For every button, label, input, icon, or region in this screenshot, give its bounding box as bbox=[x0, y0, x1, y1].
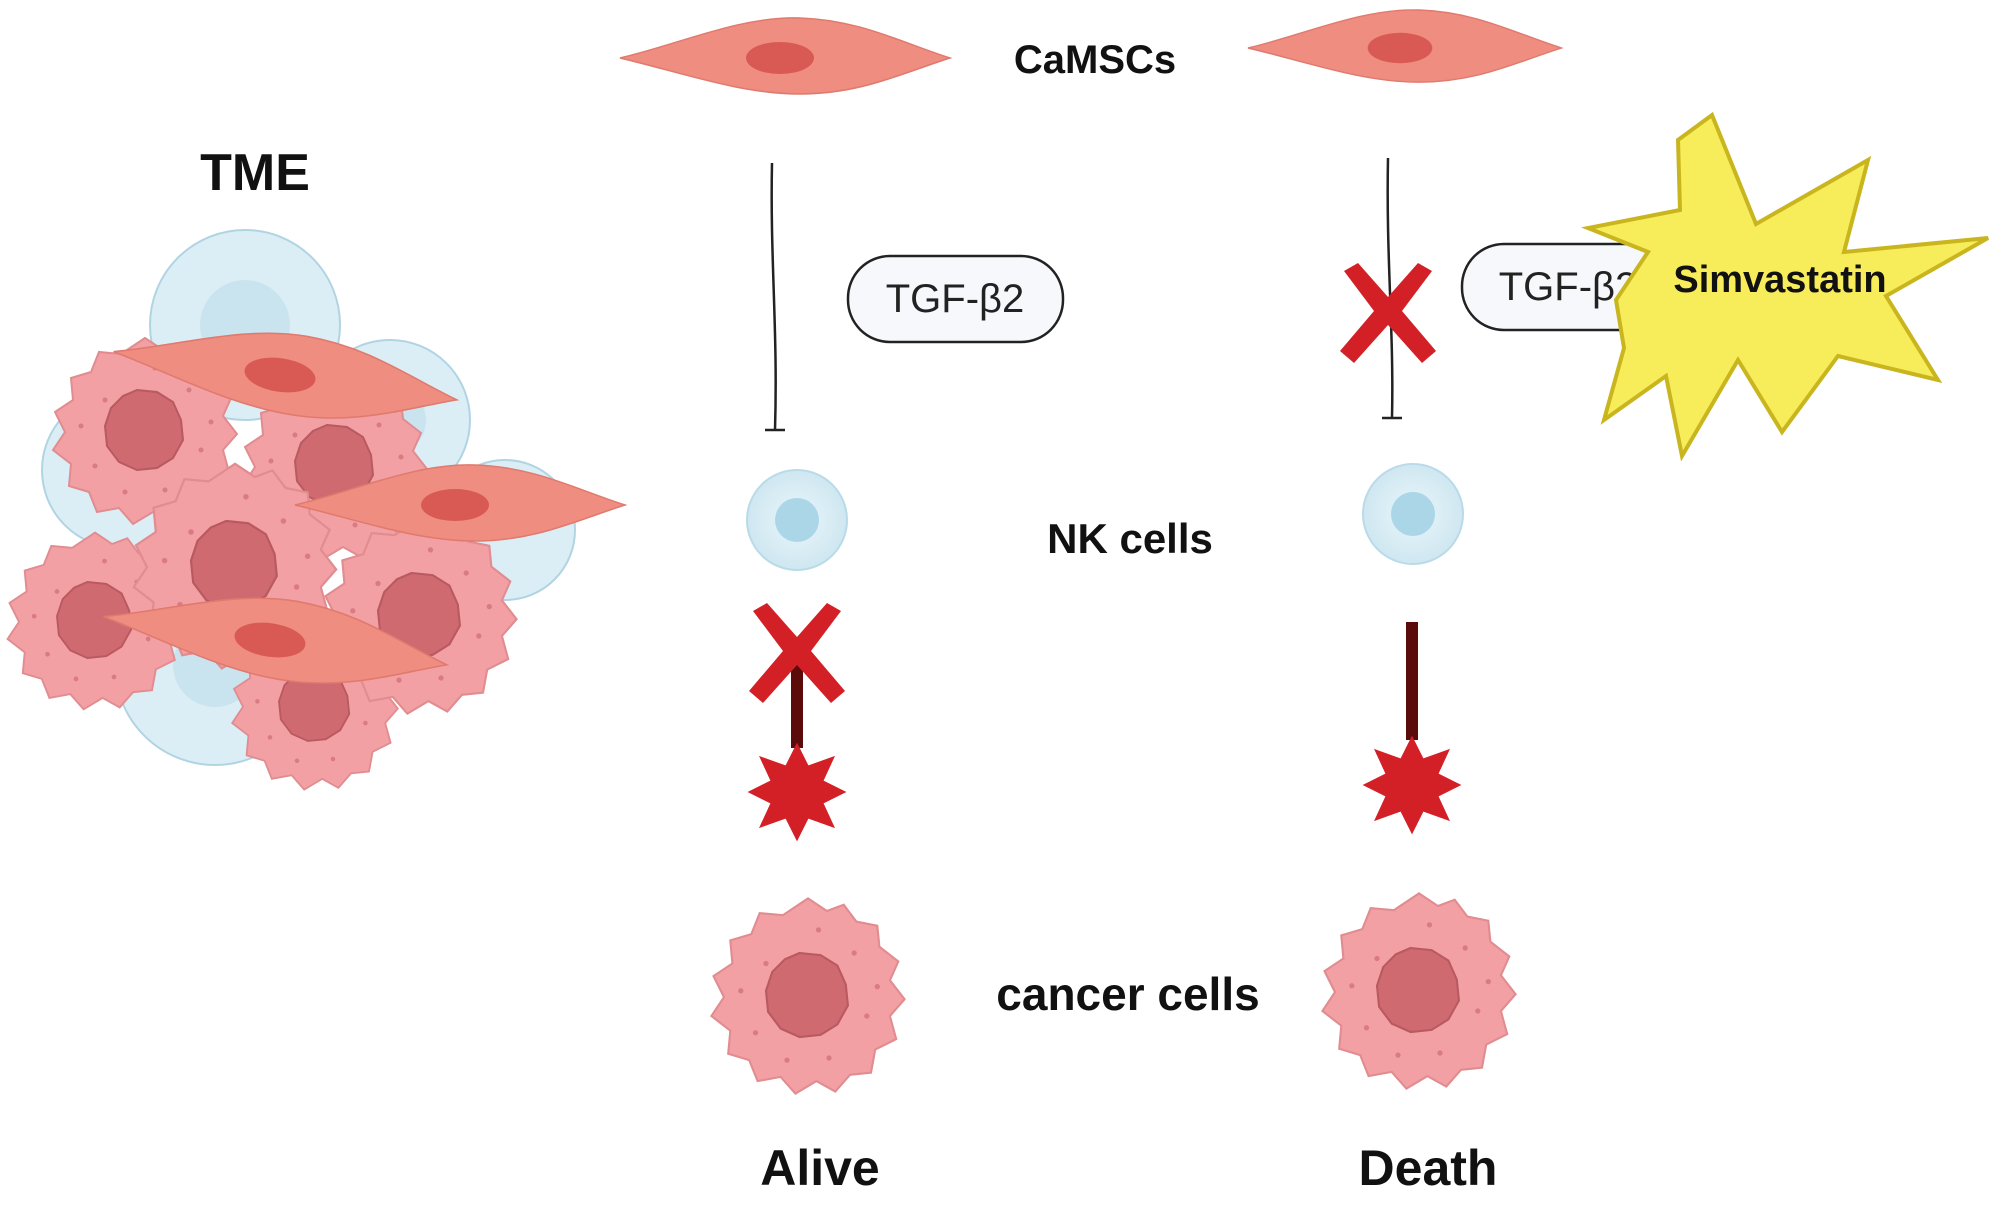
left-tgf-beta2-pill: TGF-β2 bbox=[846, 254, 1065, 344]
simvastatin-starburst: Simvastatin bbox=[1580, 111, 1989, 462]
cancer-cell-right bbox=[1321, 892, 1517, 1090]
outcome-alive-label: Alive bbox=[760, 1140, 880, 1196]
simvastatin-label: Simvastatin bbox=[1673, 259, 1886, 301]
right-inhibition-arrow bbox=[1382, 157, 1402, 420]
camsc-cell-left bbox=[619, 17, 951, 95]
nk-cell-right bbox=[1362, 463, 1464, 565]
cancer-cell-left bbox=[710, 897, 906, 1095]
cancer-cells-label: cancer cells bbox=[996, 968, 1259, 1020]
block-cross-icon-upper bbox=[1340, 263, 1436, 363]
nk-cells-label: NK cells bbox=[1047, 515, 1213, 562]
nk-cell-left bbox=[746, 469, 848, 571]
right-tgf-beta2-label: TGF-β2 bbox=[1499, 265, 1638, 309]
left-cytotoxic-burst-icon bbox=[747, 742, 847, 842]
tme-cell-cluster bbox=[6, 229, 626, 791]
left-tgf-beta2-label: TGF-β2 bbox=[886, 277, 1025, 321]
right-cytotoxic-burst-icon bbox=[1362, 735, 1462, 835]
outcome-death-label: Death bbox=[1359, 1140, 1498, 1196]
camsc-cell-right bbox=[1247, 9, 1563, 83]
camscs-label: CaMSCs bbox=[1014, 38, 1176, 82]
tme-label: TME bbox=[200, 144, 310, 202]
left-inhibition-arrow bbox=[765, 162, 785, 432]
